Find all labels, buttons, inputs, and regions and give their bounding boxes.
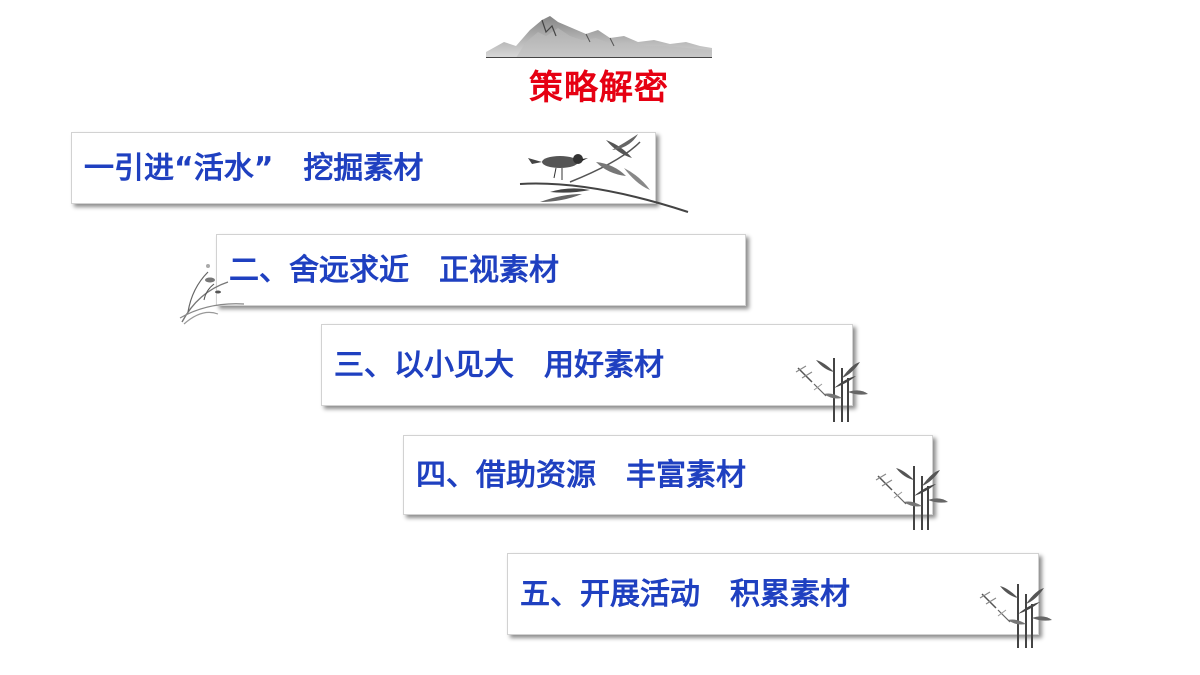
strategy-card-label: 三、以小见大 用好素材 [334,348,664,383]
ink-mountain-icon [486,16,712,58]
page-title: 策略解密 [529,68,669,108]
strategy-card-label: 五、开展活动 积累素材 [520,577,850,612]
bamboo-dragonfly-icon [979,584,1052,648]
strategy-card-5: 五、开展活动 积累素材 [507,553,1039,635]
strategy-card-1: 一引进“活水” 挖掘素材 [71,132,656,204]
title-divider [486,57,712,58]
strategy-card-label: 四、借助资源 丰富素材 [416,458,746,493]
strategy-card-4: 四、借助资源 丰富素材 [403,435,933,515]
strategy-card-3: 三、以小见大 用好素材 [321,324,853,406]
bamboo-dragonfly-icon [875,466,948,530]
strategy-card-label: 一引进“活水” 挖掘素材 [84,151,424,186]
bamboo-dragonfly-icon [795,358,868,422]
strategy-card-2: 二、舍远求近 正视素材 [216,234,746,306]
bird-on-bamboo-icon [519,134,689,213]
strategy-card-label: 二、舍远求近 正视素材 [229,253,559,288]
orchid-icon [179,264,245,325]
